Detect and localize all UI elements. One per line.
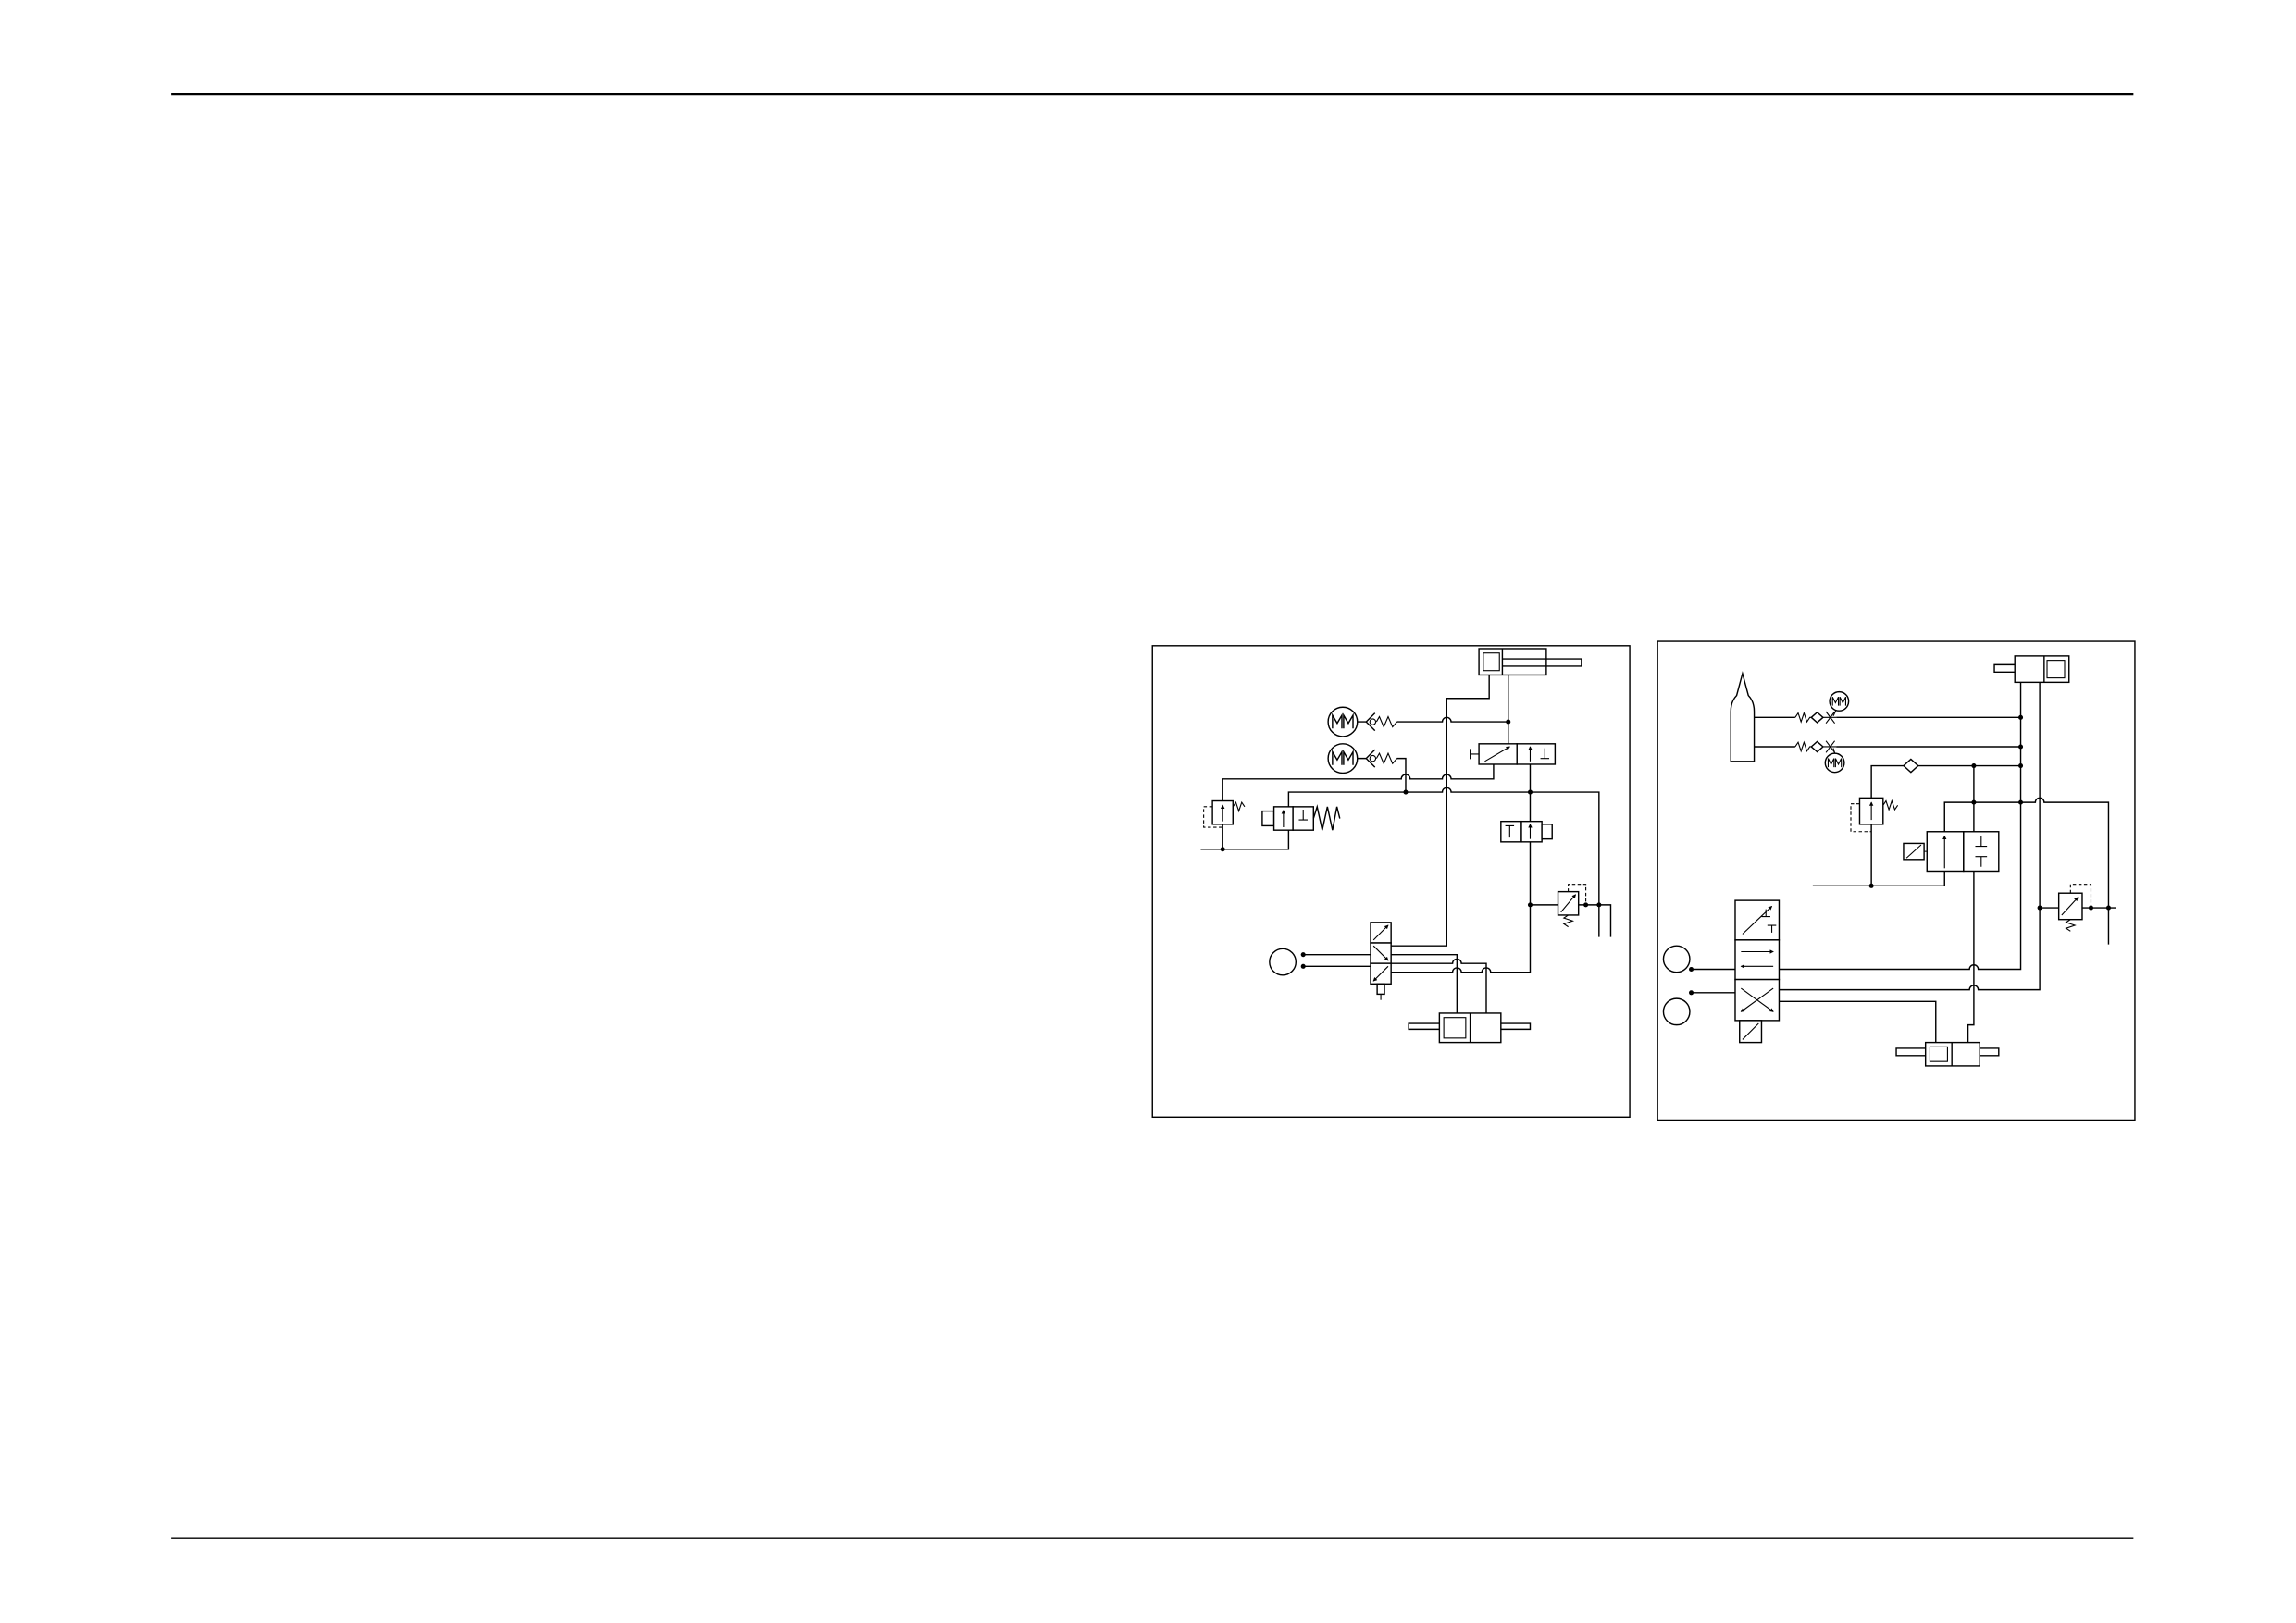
hydraulic-line: [1222, 763, 1495, 801]
hydraulic-line: [1779, 682, 2041, 991]
schematic-left: [1151, 645, 1631, 1119]
solenoid-valve-icon: [1261, 804, 1341, 831]
hydraulic-line: [1391, 953, 1458, 1013]
gauge-icon: [1327, 706, 1359, 737]
relief-valve-icon: [1203, 799, 1246, 828]
hydraulic-line: [1530, 904, 1612, 937]
hydraulic-line: [1691, 968, 1735, 994]
hydraulic-line: [1391, 958, 1487, 1013]
schematic-right: [1657, 640, 2136, 1121]
accumulator-icon: [1730, 671, 1756, 762]
relief-valve-icon: [2057, 884, 2092, 932]
hydraulic-line: [1812, 824, 1945, 887]
hydraulic-line: [1870, 764, 2021, 799]
gauge-icon: [1824, 748, 1845, 774]
hydraulic-line: [1779, 682, 2022, 971]
hydraulic-line: [1391, 675, 1490, 947]
directional-valve-icon: [1470, 743, 1557, 765]
solenoid-valve-icon: [1903, 831, 2000, 873]
hydraulic-line: [1357, 757, 1407, 793]
directional-valve-icon: [1370, 922, 1392, 1000]
gauge-icon: [1829, 690, 1850, 717]
port-circle: [1269, 948, 1297, 976]
cylinder-icon: [1478, 648, 1582, 676]
check-valve-icon: [1365, 712, 1397, 732]
relief-valve-icon: [1557, 884, 1587, 928]
check-valve-icon: [1794, 740, 1837, 753]
hydraulic-line: [1779, 1000, 1937, 1043]
check-valve-icon: [1365, 749, 1397, 768]
cylinder-icon: [1408, 1012, 1532, 1044]
solenoid-valve-icon: [1500, 820, 1553, 843]
hydraulic-line: [1303, 953, 1371, 968]
port-circle: [1662, 997, 1691, 1026]
junction-dots: [1688, 714, 2112, 996]
check-valve-icon: [1794, 711, 1837, 725]
schematic-frame: [1151, 645, 1631, 1119]
hydraulic-line: [1967, 871, 1975, 1043]
port-circle: [1662, 945, 1691, 973]
junction-dots: [1220, 719, 1602, 969]
hydraulic-line: [1391, 763, 1532, 973]
cylinder-icon: [1895, 1041, 2000, 1067]
hydraulic-line: [1287, 787, 1600, 937]
relief-valve-icon: [1850, 797, 1899, 833]
hydraulic-line: [1357, 716, 1508, 723]
directional-valve-icon: [1734, 899, 1781, 1044]
hydraulic-line: [1200, 824, 1290, 850]
gauge-icon: [1327, 743, 1359, 774]
cylinder-icon: [1993, 655, 2070, 684]
filter-icon: [1902, 758, 1919, 774]
schematic-frame: [1657, 640, 2136, 1121]
